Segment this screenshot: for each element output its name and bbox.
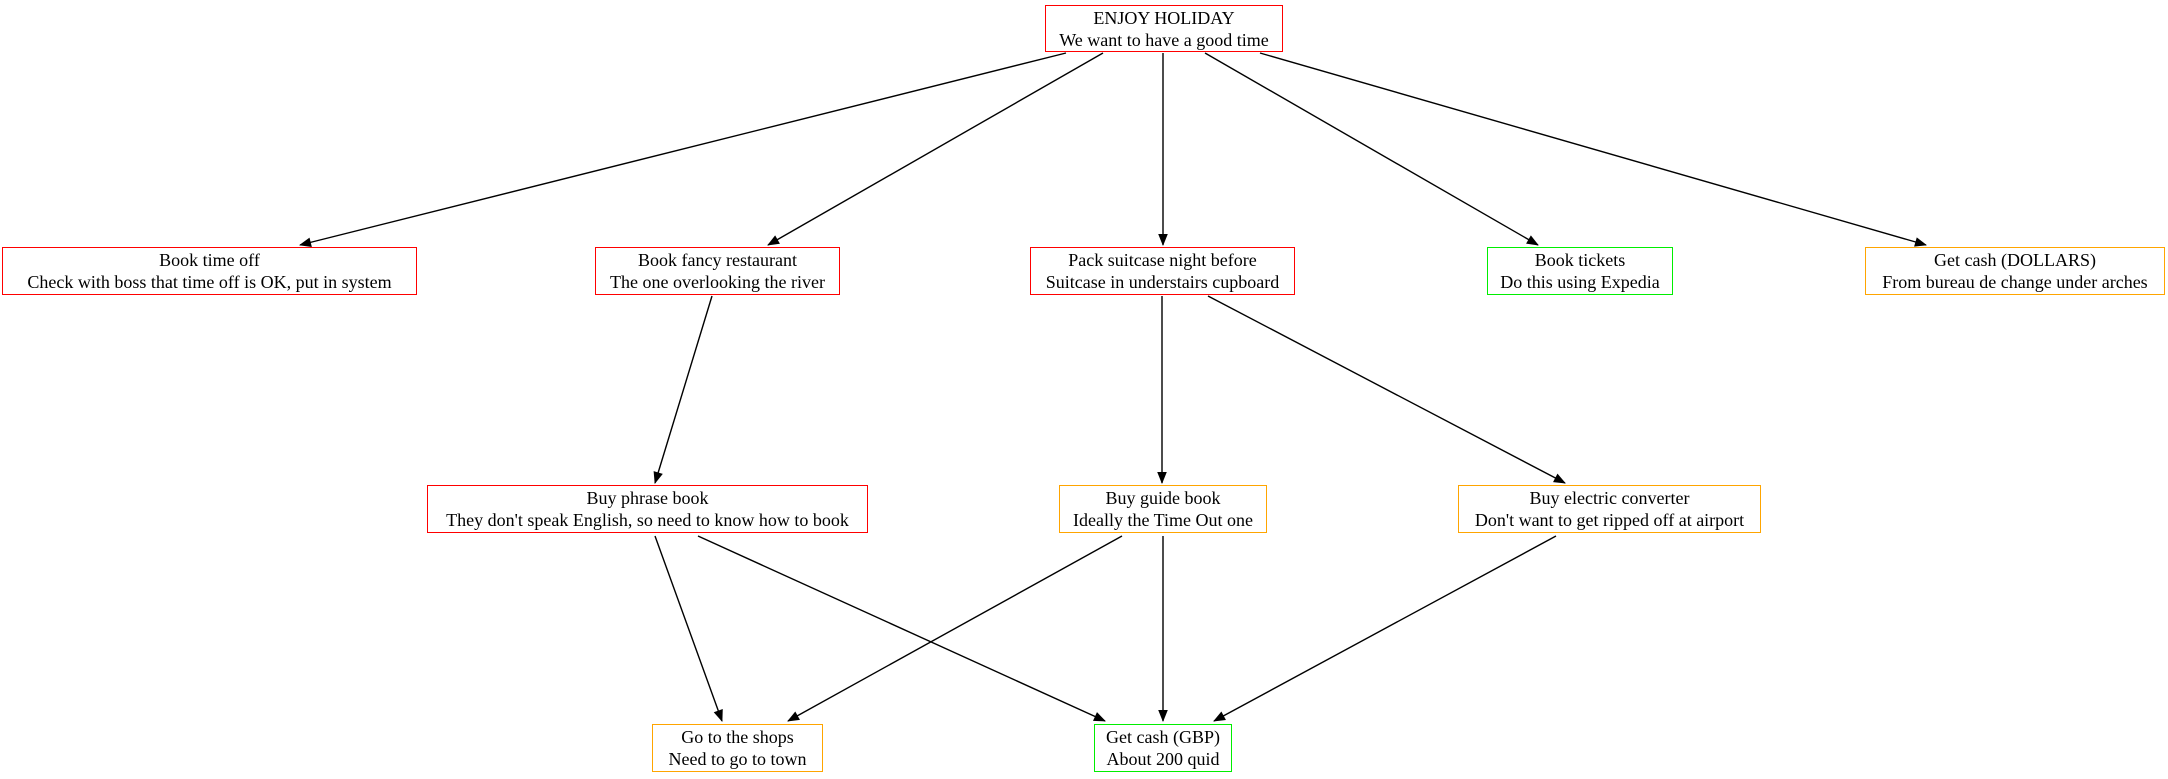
edge-buy-phrase-book-to-go-to-the-shops bbox=[654, 535, 723, 722]
node-get-cash-dollars: Get cash (DOLLARS)From bureau de change … bbox=[1865, 247, 2165, 295]
edge-book-fancy-restaurant-to-buy-phrase-book bbox=[653, 295, 713, 484]
edge-buy-guide-book-to-go-to-the-shops bbox=[787, 535, 1123, 722]
node-get-cash-gbp: Get cash (GBP)About 200 quid bbox=[1094, 724, 1232, 772]
node-title: Pack suitcase night before bbox=[1068, 250, 1257, 270]
node-title: Get cash (DOLLARS) bbox=[1934, 250, 2096, 270]
node-title: Buy guide book bbox=[1105, 488, 1221, 508]
node-subtitle: About 200 quid bbox=[1106, 749, 1220, 769]
node-title: Buy phrase book bbox=[586, 488, 709, 508]
edge-buy-phrase-book-to-get-cash-gbp bbox=[697, 535, 1106, 722]
edge-enjoy-holiday-to-get-cash-dollars bbox=[1259, 52, 1927, 247]
node-subtitle: Suitcase in understairs cupboard bbox=[1045, 272, 1280, 292]
node-title: Buy electric converter bbox=[1529, 488, 1690, 508]
node-subtitle: We want to have a good time bbox=[1059, 29, 1269, 50]
node-title: Book time off bbox=[159, 250, 260, 270]
edge-enjoy-holiday-to-book-fancy-restaurant bbox=[767, 52, 1104, 246]
node-subtitle: Do this using Expedia bbox=[1500, 272, 1660, 292]
edge-buy-electric-converter-to-get-cash-gbp bbox=[1213, 535, 1557, 722]
node-subtitle: Need to go to town bbox=[668, 749, 807, 769]
edge-pack-suitcase-to-buy-electric-converter bbox=[1207, 295, 1566, 484]
node-subtitle: Check with boss that time off is OK, put… bbox=[27, 272, 392, 292]
edge-enjoy-holiday-to-book-tickets bbox=[1204, 52, 1539, 246]
node-subtitle: The one overlooking the river bbox=[610, 272, 825, 292]
node-subtitle: From bureau de change under arches bbox=[1882, 272, 2148, 292]
node-subtitle: They don't speak English, so need to kno… bbox=[446, 510, 849, 530]
node-title: Go to the shops bbox=[681, 727, 794, 747]
node-title: Book tickets bbox=[1534, 250, 1626, 270]
node-subtitle: Don't want to get ripped off at airport bbox=[1474, 510, 1745, 530]
edge-enjoy-holiday-to-book-time-off bbox=[299, 52, 1067, 247]
node-title: ENJOY HOLIDAY bbox=[1093, 7, 1235, 28]
node-subtitle: Ideally the Time Out one bbox=[1073, 510, 1253, 530]
node-title: Book fancy restaurant bbox=[638, 250, 797, 270]
node-title: Get cash (GBP) bbox=[1106, 727, 1220, 747]
